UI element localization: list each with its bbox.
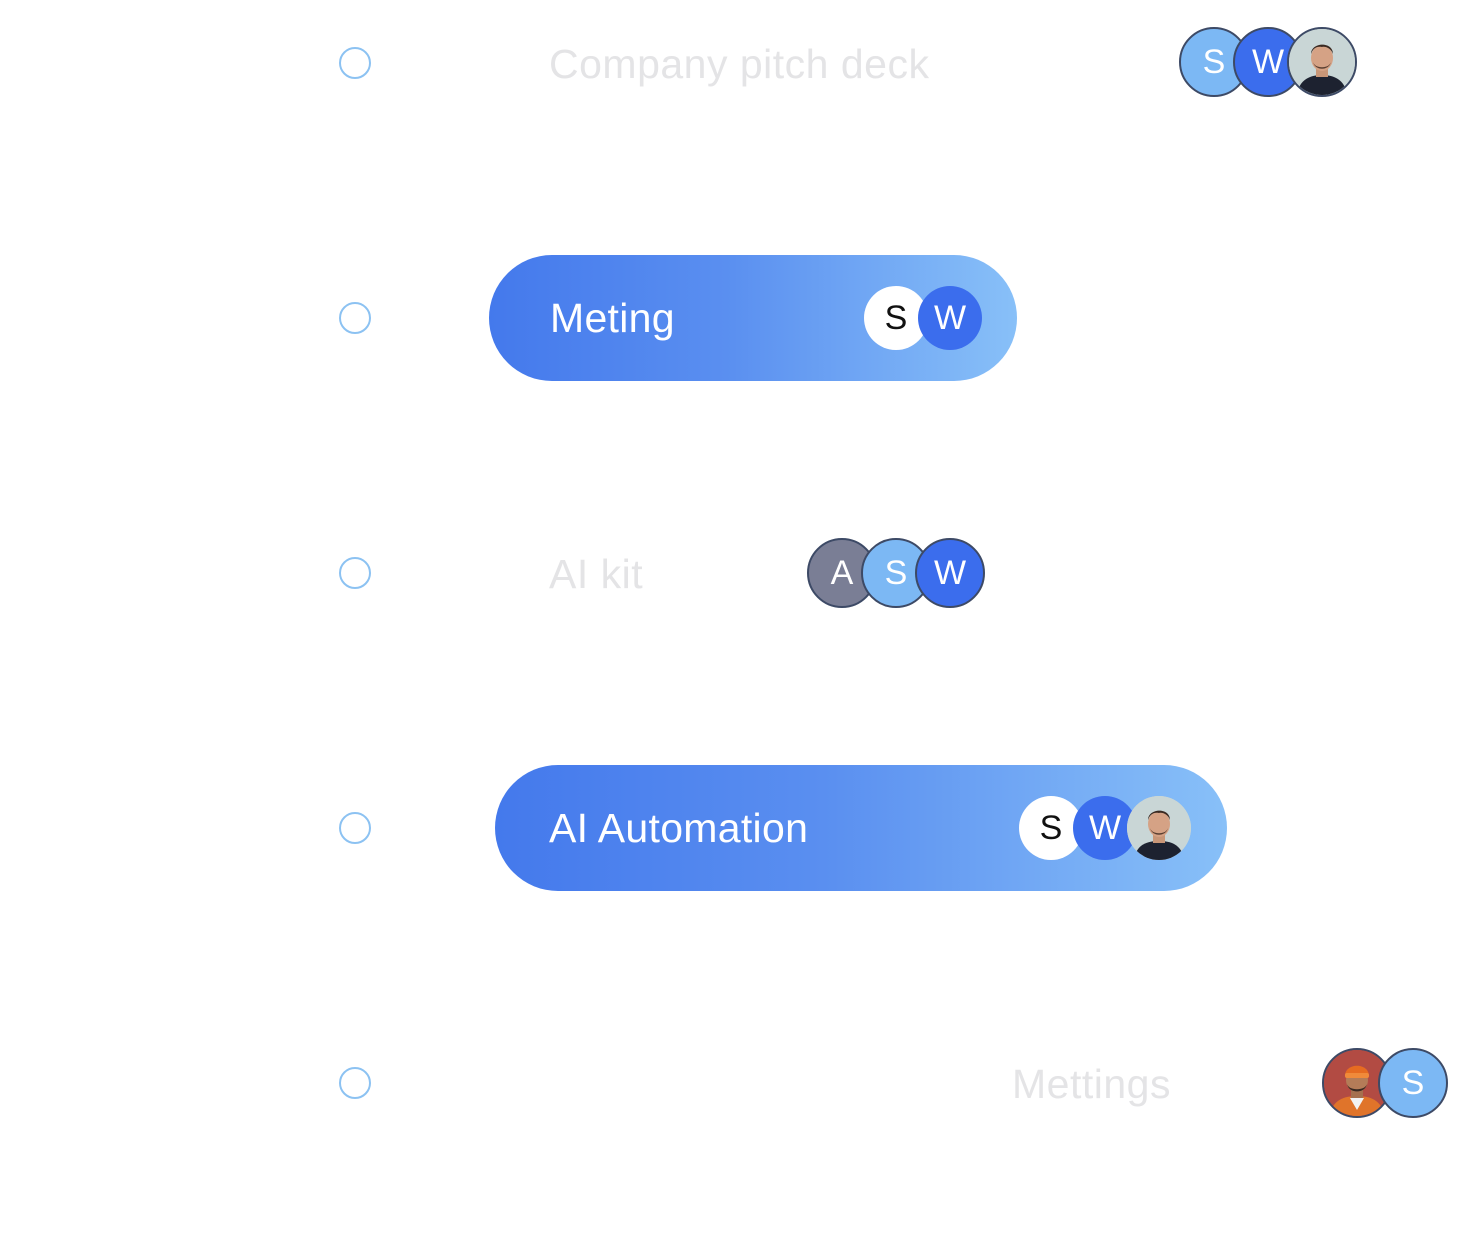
assignee-avatar-group[interactable]: S W bbox=[1179, 27, 1359, 97]
avatar-initial: S bbox=[884, 299, 908, 337]
avatar-initial: W bbox=[1251, 43, 1285, 81]
task-label: Company pitch deck bbox=[549, 41, 930, 87]
task-label: Meting bbox=[550, 295, 675, 341]
man-portrait-avatar-icon[interactable] bbox=[1287, 27, 1357, 97]
task-radio-button[interactable] bbox=[339, 302, 371, 334]
avatar-w[interactable]: W bbox=[915, 538, 985, 608]
avatar-w[interactable]: W bbox=[1233, 27, 1303, 97]
man-portrait-avatar-icon[interactable] bbox=[1127, 796, 1191, 860]
task-label: AI kit bbox=[549, 551, 644, 597]
avatar-initial: W bbox=[933, 554, 967, 592]
assignee-avatar-group[interactable]: S bbox=[1322, 1048, 1452, 1118]
avatar-initial: A bbox=[830, 554, 854, 592]
avatar-initial: S bbox=[884, 554, 908, 592]
avatar-w[interactable]: W bbox=[1073, 796, 1137, 860]
avatar-s[interactable]: S bbox=[1378, 1048, 1448, 1118]
avatar-initial: S bbox=[1401, 1064, 1425, 1102]
task-pill-highlighted[interactable]: AI Automation S W bbox=[495, 765, 1227, 891]
avatar-initial: W bbox=[933, 299, 967, 337]
avatar-initial: S bbox=[1039, 809, 1063, 847]
assignee-avatar-group[interactable]: A S W bbox=[807, 538, 987, 608]
assignee-avatar-group[interactable]: S W bbox=[1019, 796, 1199, 866]
assignee-avatar-group[interactable]: S W bbox=[864, 286, 984, 356]
task-radio-button[interactable] bbox=[339, 812, 371, 844]
avatar-w[interactable]: W bbox=[918, 286, 982, 350]
avatar-initial: S bbox=[1202, 43, 1226, 81]
task-label: Mettings bbox=[1012, 1061, 1171, 1107]
task-pill-highlighted[interactable]: Meting S W bbox=[489, 255, 1017, 381]
avatar-initial: W bbox=[1088, 809, 1122, 847]
avatar-s[interactable]: S bbox=[864, 286, 928, 350]
task-radio-button[interactable] bbox=[339, 1067, 371, 1099]
task-radio-button[interactable] bbox=[339, 557, 371, 589]
avatar-s[interactable]: S bbox=[1019, 796, 1083, 860]
task-radio-button[interactable] bbox=[339, 47, 371, 79]
task-label: AI Automation bbox=[549, 805, 809, 851]
